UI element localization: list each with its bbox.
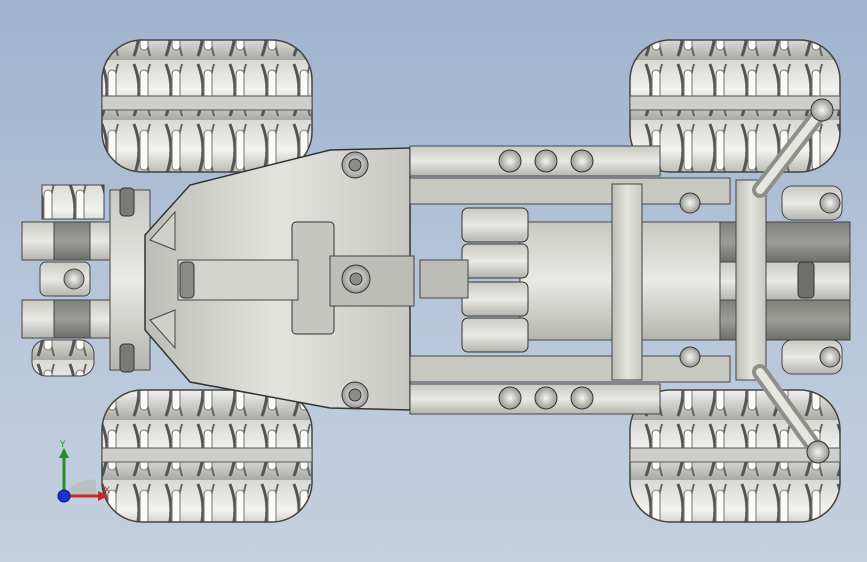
z-axis-dot-icon: [57, 489, 71, 503]
angled-shafts: [752, 98, 834, 464]
coordinate-triad: Y X: [44, 440, 124, 510]
y-axis-label: Y: [60, 440, 66, 450]
motor-cylinders: [419, 207, 529, 353]
x-axis-label: X: [104, 486, 111, 496]
y-axis-arrow-icon: [59, 448, 69, 458]
main-body: [144, 147, 415, 411]
cross-members: [611, 179, 843, 381]
tire-rear-left: [101, 389, 313, 523]
tire-front-right: [629, 39, 841, 173]
axle-pins: [119, 187, 815, 373]
tire-front-left: [101, 39, 313, 173]
left-end-arm: [21, 184, 151, 377]
x-axis-arrow-icon: [98, 491, 108, 501]
triad-axes: [57, 448, 108, 503]
